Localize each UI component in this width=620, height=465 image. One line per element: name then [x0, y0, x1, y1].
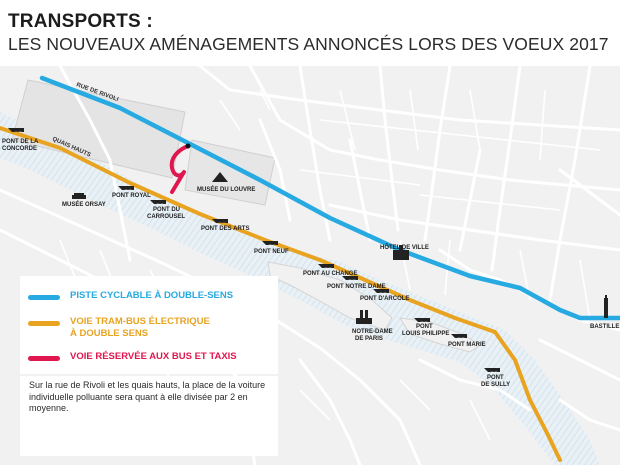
- bus-taxi-lane: [169, 144, 190, 194]
- pont-louis-philippe-label: PONT LOUIS PHILIPPE: [402, 324, 449, 337]
- bastille-column-icon: [604, 295, 608, 318]
- map-legend: PISTE CYCLABLE À DOUBLE-SENS VOIE TRAM-B…: [20, 276, 278, 374]
- pont-de-la-concorde-label: PONT DE LA CONCORDE: [2, 139, 40, 152]
- tuileries-garden: [11, 79, 186, 179]
- pont-de-sully-label: PONT DE SULLY: [481, 375, 510, 388]
- legend-swatch-tram-bus: [28, 321, 60, 326]
- bastille-label: BASTILLE: [590, 324, 619, 330]
- pont-marie-label: PONT MARIE: [448, 342, 486, 348]
- header: TRANSPORTS : LES NOUVEAUX AMÉNAGEMENTS A…: [0, 0, 620, 66]
- pont-de-sully-icon: [484, 368, 500, 372]
- pont-neuf-label: PONT NEUF: [254, 249, 289, 255]
- pont-des-arts-label: PONT DES ARTS: [201, 226, 249, 232]
- legend-swatch-bus-taxi: [28, 356, 60, 361]
- pont-royal-label: PONT ROYAL: [112, 193, 151, 199]
- pont-d-arcole-label: PONT D'ARCOLE: [360, 296, 409, 302]
- louvre-courtyard: [184, 139, 276, 206]
- pont-du-carrousel-label: PONT DU CARROUSEL: [147, 207, 185, 220]
- musee-du-louvre-label: MUSÉE DU LOUVRE: [197, 185, 255, 193]
- map-title: TRANSPORTS :: [8, 11, 153, 32]
- pont-notre-dame-icon: [342, 276, 358, 280]
- pont-du-carrousel-icon: [150, 200, 166, 204]
- pont-neuf-icon: [262, 241, 278, 245]
- notre-dame-label: NOTRE-DAME DE PARIS: [352, 329, 394, 342]
- pont-au-change-icon: [318, 264, 334, 268]
- legend-label-bus-taxi: VOIE RÉSERVÉE AUX BUS ET TAXIS: [70, 351, 237, 362]
- pont-royal-icon: [118, 186, 134, 190]
- pont-au-change-label: PONT AU CHANGE: [303, 271, 357, 277]
- legend-label-tram-bus: VOIE TRAM-BUS ÉLECTRIQUE À DOUBLE SENS: [70, 316, 210, 339]
- pont-d-arcole-icon: [373, 289, 389, 293]
- info-note: Sur la rue de Rivoli et les quais hauts,…: [20, 376, 278, 456]
- pont-des-arts-icon: [212, 219, 228, 223]
- louvre-pyramid-icon: [212, 172, 228, 182]
- legend-item-bus-taxi: VOIE RÉSERVÉE AUX BUS ET TAXIS: [28, 351, 260, 363]
- info-note-text: Sur la rue de Rivoli et les quais hauts,…: [29, 380, 266, 413]
- museum-orsay-icon: [72, 193, 86, 199]
- hotel-de-ville-label: HÔTEL DE VILLE: [380, 243, 429, 251]
- ile-saint-louis: [399, 317, 481, 353]
- hotel-de-ville-icon: [393, 245, 409, 260]
- legend-swatch-cycle-track: [28, 295, 60, 300]
- pont-louis-philippe-icon: [414, 318, 430, 322]
- bus-lane-start-marker: [185, 143, 191, 149]
- pont-notre-dame-label: PONT NOTRE DAME: [327, 284, 386, 290]
- bridge-icon: [8, 128, 24, 132]
- musee-orsay-label: MUSÉE ORSAY: [62, 200, 106, 208]
- legend-item-cycle-track: PISTE CYCLABLE À DOUBLE-SENS: [28, 290, 260, 302]
- pont-marie-icon: [451, 334, 467, 338]
- legend-item-tram-bus: VOIE TRAM-BUS ÉLECTRIQUE À DOUBLE SENS: [28, 316, 210, 340]
- map-subtitle: LES NOUVEAUX AMÉNAGEMENTS ANNONCÉS LORS …: [8, 34, 609, 54]
- notre-dame-icon: [356, 310, 372, 324]
- legend-label-cycle-track: PISTE CYCLABLE À DOUBLE-SENS: [70, 290, 234, 301]
